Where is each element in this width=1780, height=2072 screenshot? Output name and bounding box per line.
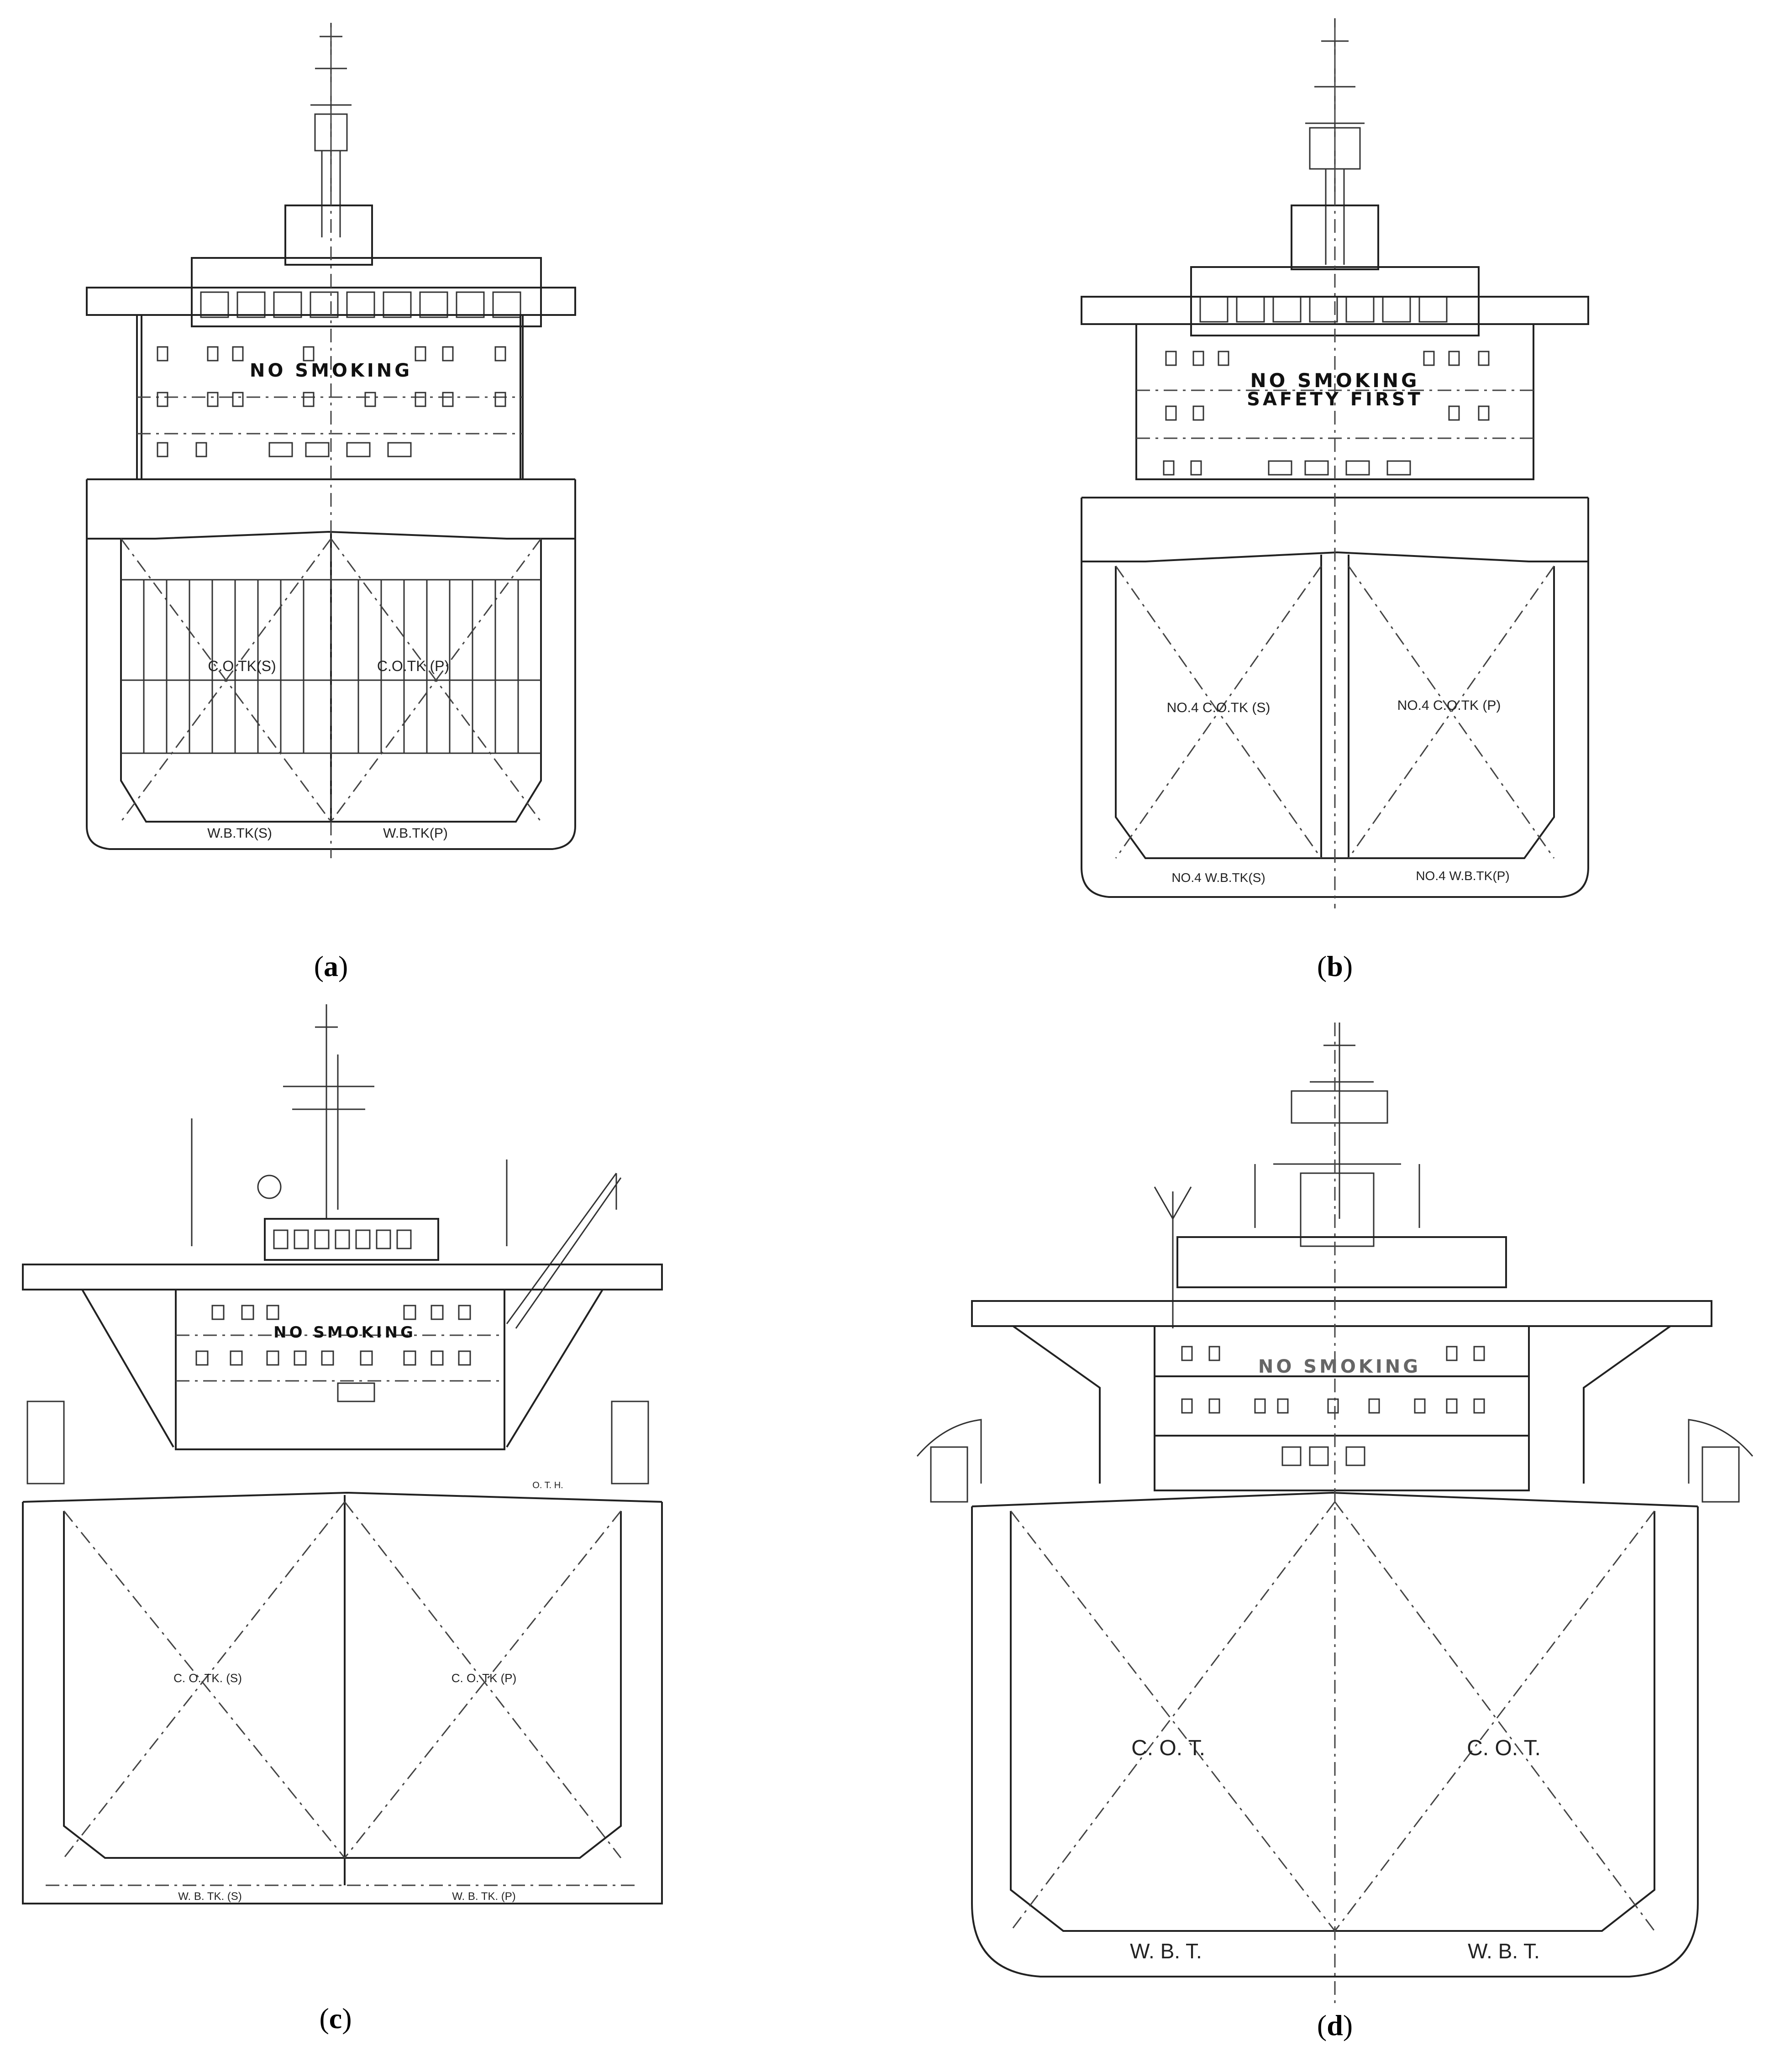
caption-d: (d): [1317, 2009, 1353, 2041]
ship-section-drawing-a: NO SMOKING C.O.TK(S) C.O.TK (P) W.B.TK(S…: [86, 23, 576, 858]
tank-label-b-starboard: NO.4 C.O.TK (S): [1167, 700, 1271, 715]
panel-c: NO SMOKING O. T. H. C. O. TK. (S) C. O. …: [0, 991, 890, 2072]
caption-b: (b): [1317, 950, 1353, 982]
misc-label-c: O. T. H.: [532, 1480, 563, 1490]
ship-section-drawing-c: NO SMOKING O. T. H. C. O. TK. (S) C. O. …: [22, 1004, 663, 1904]
ballast-label-d-port: W. B. T.: [1468, 1939, 1540, 1963]
ballast-label-d-starboard: W. B. T.: [1130, 1939, 1202, 1963]
tank-label-a-port: C.O.TK (P): [377, 658, 449, 674]
caption-a: (a): [314, 950, 348, 982]
tank-label-c-starboard: C. O. TK. (S): [173, 1671, 242, 1685]
ballast-label-c-port: W. B. TK. (P): [452, 1890, 516, 1903]
panel-b: NO SMOKING SAFETY FIRST NO.4 C.O.TK (S) …: [890, 0, 1780, 1036]
ballast-label-c-starboard: W. B. TK. (S): [178, 1890, 242, 1903]
tank-label-d-starboard: C. O. T.: [1131, 1736, 1205, 1760]
ballast-label-b-starboard: NO.4 W.B.TK(S): [1171, 871, 1265, 885]
tank-label-d-port: C. O. T.: [1467, 1736, 1541, 1760]
tank-label-c-port: C. O. TK (P): [452, 1671, 517, 1685]
sign-line-c-1: NO SMOKING: [273, 1323, 416, 1342]
caption-c: (c): [319, 2002, 352, 2035]
ship-section-drawing-d: NO SMOKING C. O. T. C. O. T. W. B. T. W.…: [916, 1023, 1754, 2004]
sign-line-b-2: SAFETY FIRST: [1247, 389, 1423, 410]
tank-label-b-port: NO.4 C.O.TK (P): [1397, 698, 1501, 713]
tank-label-a-starboard: C.O.TK(S): [208, 658, 276, 674]
sign-line-a-1: NO SMOKING: [250, 360, 412, 381]
ship-section-drawing-b: NO SMOKING SAFETY FIRST NO.4 C.O.TK (S) …: [1081, 18, 1589, 908]
sign-line-b-1: NO SMOKING: [1250, 369, 1419, 392]
ballast-label-a-port: W.B.TK(P): [383, 826, 448, 841]
sign-line-d-1: NO SMOKING: [1258, 1356, 1421, 1377]
ballast-label-a-starboard: W.B.TK(S): [207, 826, 272, 841]
panel-a: NO SMOKING C.O.TK(S) C.O.TK (P) W.B.TK(S…: [0, 0, 890, 1036]
ballast-label-b-port: NO.4 W.B.TK(P): [1416, 869, 1509, 883]
panel-d: NO SMOKING C. O. T. C. O. T. W. B. T. W.…: [890, 991, 1780, 2072]
